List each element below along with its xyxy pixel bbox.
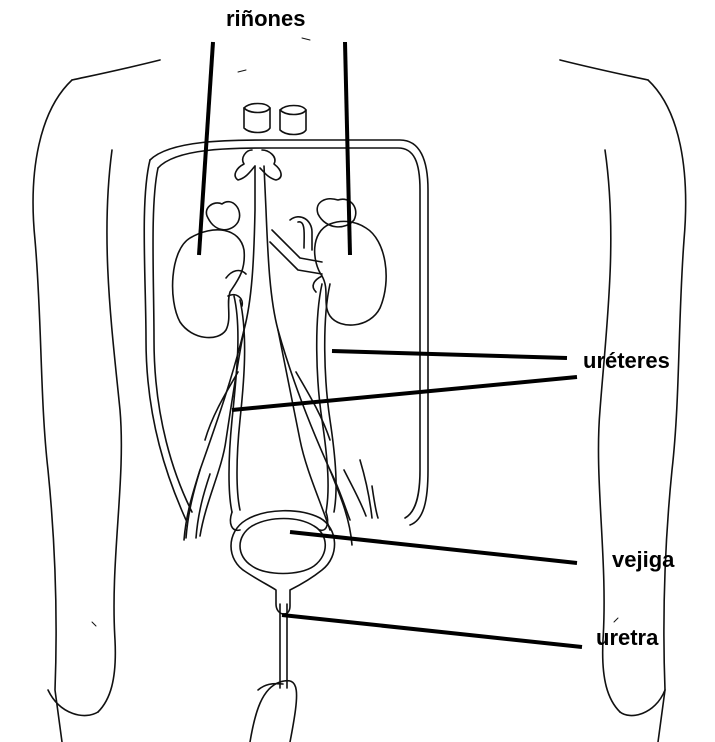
kidney-leader-line-right — [345, 42, 350, 255]
bladder — [231, 511, 335, 614]
kidneys-label: riñones — [226, 8, 305, 30]
bladder-label: vejiga — [612, 549, 674, 571]
left-kidney — [173, 230, 246, 338]
bladder-leader-line — [290, 532, 577, 563]
ureters-label: uréteres — [583, 350, 670, 372]
body-outline — [33, 60, 686, 742]
ureter-leader-line-upper — [332, 351, 567, 358]
abdominal-cavity — [144, 140, 428, 525]
adrenal-glands — [206, 199, 355, 230]
ureter-leader-line-lower — [232, 377, 577, 410]
urethra-label: uretra — [596, 627, 658, 649]
urethra-leader-line — [282, 615, 582, 647]
vertebrae — [244, 104, 306, 135]
